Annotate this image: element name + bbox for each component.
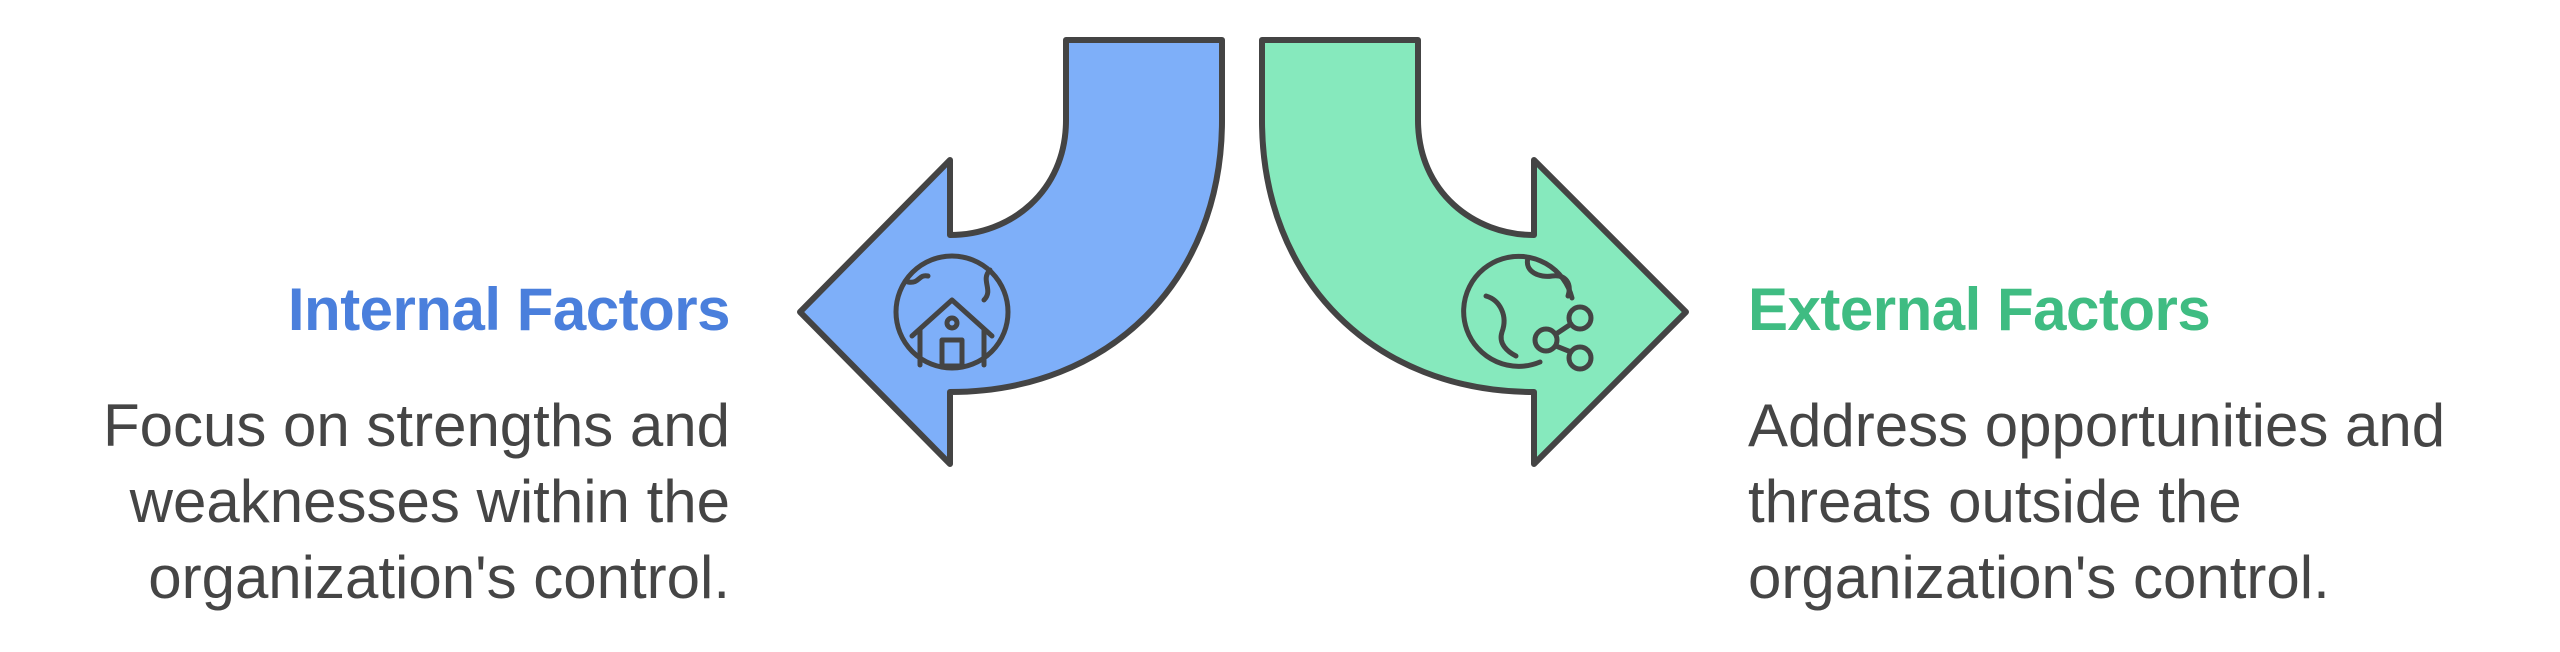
description-line: threats outside the bbox=[1748, 468, 2242, 535]
external-arrow bbox=[1259, 37, 1689, 467]
globe-share-icon bbox=[1461, 253, 1594, 372]
internal-factors-block: Internal Factors Focus on strengths and … bbox=[40, 268, 731, 616]
internal-factors-heading: Internal Factors bbox=[287, 276, 731, 343]
external-factors-description: Address opportunities and threats outsid… bbox=[1748, 388, 2548, 616]
external-factors-heading: External Factors bbox=[1748, 276, 2211, 343]
globe-house-icon bbox=[893, 253, 1011, 371]
description-line: organization's control. bbox=[1748, 544, 2330, 611]
internal-arrow bbox=[797, 37, 1225, 467]
description-line: Focus on strengths and bbox=[102, 392, 730, 459]
description-line: organization's control. bbox=[148, 544, 730, 611]
description-line: weaknesses within the bbox=[129, 468, 730, 535]
internal-factors-description: Focus on strengths and weaknesses within… bbox=[40, 388, 730, 616]
external-factors-block: External Factors Address opportunities a… bbox=[1748, 268, 2548, 616]
description-line: Address opportunities and bbox=[1748, 392, 2446, 459]
